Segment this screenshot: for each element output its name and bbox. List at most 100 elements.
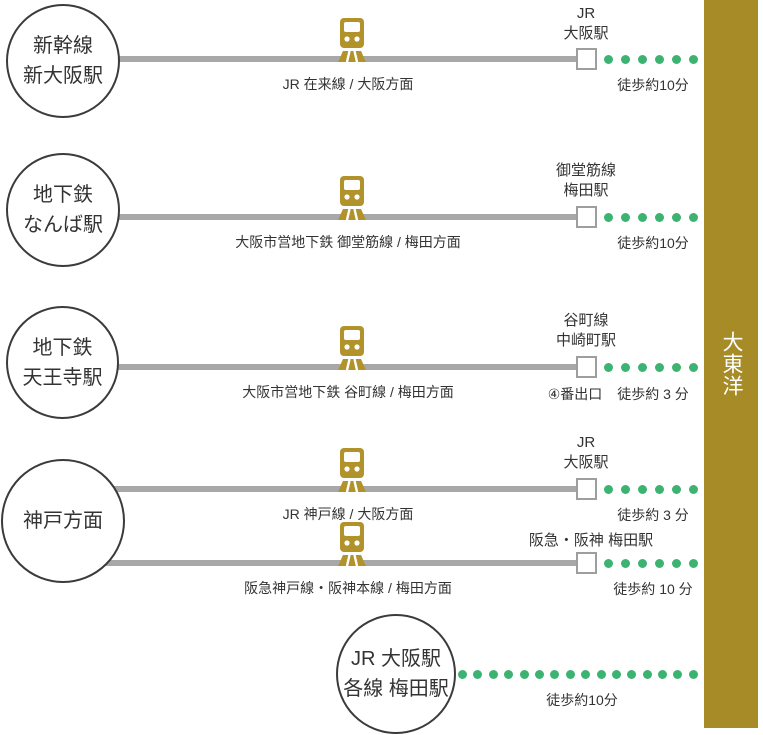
walk-dots bbox=[604, 213, 698, 222]
walk-dots bbox=[604, 559, 698, 568]
walk-dot bbox=[689, 213, 698, 222]
walk-dot bbox=[655, 363, 664, 372]
walk-dot bbox=[642, 670, 652, 679]
origin-shinosaka-circle: 新幹線 新大阪駅 bbox=[6, 4, 120, 118]
walk-dot bbox=[673, 670, 683, 679]
station-label-line1: JR bbox=[576, 434, 596, 451]
walk-dot bbox=[688, 670, 698, 679]
walk-dot bbox=[658, 670, 668, 679]
walk-dot bbox=[596, 670, 606, 679]
train-icon bbox=[338, 176, 366, 220]
rail-line bbox=[63, 214, 580, 220]
train-icon bbox=[338, 326, 366, 370]
walk-dot bbox=[581, 670, 591, 679]
walk-dot bbox=[689, 485, 698, 494]
walk-dot bbox=[519, 670, 529, 679]
walk-dot bbox=[627, 670, 637, 679]
walk-dot bbox=[689, 559, 698, 568]
walk-time: 徒歩約 10 分 bbox=[613, 581, 693, 597]
walk-time: 徒歩約 3 分 bbox=[617, 386, 689, 402]
station-label-line2: 梅田駅 bbox=[563, 182, 609, 199]
origin-label-line2: 新大阪駅 bbox=[23, 65, 103, 87]
station-label-line1: 御堂筋線 bbox=[555, 162, 616, 179]
station-label-line1: JR bbox=[576, 5, 596, 22]
walk-dots bbox=[458, 670, 698, 679]
walk-time: 徒歩約 3 分 bbox=[617, 507, 689, 523]
walk-dot bbox=[565, 670, 575, 679]
walk-dot bbox=[638, 363, 647, 372]
route-label: 大阪市営地下鉄 谷町線 / 梅田方面 bbox=[242, 384, 454, 400]
destination-name: 大東洋 bbox=[720, 331, 743, 397]
walk-dot bbox=[504, 670, 514, 679]
rail-line bbox=[63, 56, 580, 62]
walk-dot bbox=[621, 485, 630, 494]
walk-dot bbox=[604, 485, 613, 494]
route-label: 大阪市営地下鉄 御堂筋線 / 梅田方面 bbox=[235, 234, 461, 250]
origin-label-line1: JR 大阪駅 bbox=[351, 648, 441, 670]
walk-dot bbox=[655, 559, 664, 568]
walk-dot bbox=[672, 55, 681, 64]
origin-label-line2: なんば駅 bbox=[23, 214, 103, 236]
walk-time: 徒歩約10分 bbox=[617, 235, 689, 251]
walk-dots bbox=[604, 363, 698, 372]
walk-dot bbox=[621, 55, 630, 64]
train-icon bbox=[338, 522, 366, 566]
walk-dot bbox=[689, 363, 698, 372]
walk-dot bbox=[638, 559, 647, 568]
origin-namba-circle: 地下鉄 なんば駅 bbox=[6, 153, 120, 267]
walk-dot bbox=[550, 670, 560, 679]
walk-dot bbox=[672, 559, 681, 568]
walk-dot bbox=[604, 559, 613, 568]
origin-kobe-circle: 神戸方面 bbox=[1, 459, 125, 583]
walk-dot bbox=[488, 670, 498, 679]
route-label: JR 神戸線 / 大阪方面 bbox=[282, 506, 414, 522]
walk-dot bbox=[621, 559, 630, 568]
walk-dot bbox=[655, 55, 664, 64]
destination-banner: 大東洋 bbox=[704, 0, 758, 728]
walk-dot bbox=[638, 485, 647, 494]
exit-label: ④番出口 bbox=[547, 386, 603, 402]
origin-umeda-circle: JR 大阪駅 各線 梅田駅 bbox=[336, 614, 456, 734]
walk-time: 徒歩約10分 bbox=[617, 77, 689, 93]
station-marker bbox=[576, 206, 597, 228]
origin-label-line1: 新幹線 bbox=[33, 35, 93, 57]
station-marker bbox=[576, 552, 597, 574]
walk-dot bbox=[638, 55, 647, 64]
origin-label-line2: 各線 梅田駅 bbox=[343, 678, 449, 700]
walk-dot bbox=[458, 670, 467, 679]
train-icon bbox=[338, 448, 366, 492]
walk-time: 徒歩約10分 bbox=[546, 692, 618, 708]
walk-dots bbox=[604, 485, 698, 494]
station-label: 谷町線 中崎町駅 bbox=[486, 311, 686, 351]
train-icon bbox=[338, 18, 366, 62]
origin-label-line1: 地下鉄 bbox=[32, 336, 93, 359]
route-label: 阪急神戸線・阪神本線 / 梅田方面 bbox=[244, 580, 452, 596]
origin-label-line1: 地下鉄 bbox=[33, 184, 93, 206]
walk-dot bbox=[672, 213, 681, 222]
walk-dot bbox=[655, 485, 664, 494]
origin-tennoji-circle: 地下鉄 天王寺駅 bbox=[6, 306, 119, 419]
walk-dot bbox=[473, 670, 483, 679]
station-label-line1: 阪急・阪神 梅田駅 bbox=[528, 532, 654, 549]
station-label: 阪急・阪神 梅田駅 bbox=[486, 531, 696, 551]
walk-dot bbox=[604, 55, 613, 64]
station-label-line2: 中崎町駅 bbox=[555, 332, 616, 349]
walk-dot bbox=[604, 213, 613, 222]
station-label: JR 大阪駅 bbox=[486, 433, 686, 473]
station-marker bbox=[576, 478, 597, 500]
route-label: JR 在来線 / 大阪方面 bbox=[282, 76, 414, 92]
rail-line bbox=[63, 486, 580, 492]
station-label: JR 大阪駅 bbox=[486, 4, 686, 44]
walk-dot bbox=[689, 55, 698, 64]
walk-dot bbox=[672, 363, 681, 372]
station-label-line2: 大阪駅 bbox=[563, 454, 609, 471]
walk-dot bbox=[534, 670, 544, 679]
rail-line bbox=[63, 560, 580, 566]
walk-dots bbox=[604, 55, 698, 64]
station-label-line1: 谷町線 bbox=[563, 312, 609, 329]
station-marker bbox=[576, 356, 597, 378]
station-label-line2: 大阪駅 bbox=[563, 25, 609, 42]
walk-dot bbox=[611, 670, 621, 679]
walk-dot bbox=[672, 485, 681, 494]
